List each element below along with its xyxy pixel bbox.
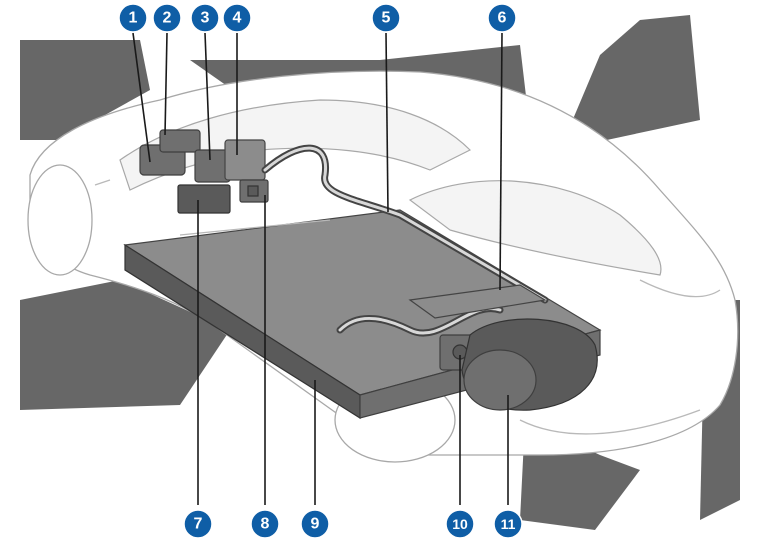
callout-5-label: 5 [382,10,391,27]
callout-7: 7 [183,509,213,539]
callout-6-label: 6 [498,10,507,27]
leader-lines [132,32,509,505]
callout-2: 2 [152,3,182,33]
callout-4: 4 [222,3,252,33]
callout-4-label: 4 [233,10,242,27]
callout-8-label: 8 [261,516,270,533]
callout-3: 3 [190,3,220,33]
callout-1-label: 1 [129,10,138,27]
front-components [139,129,269,214]
callout-3-label: 3 [201,10,210,27]
callout-5: 5 [371,3,401,33]
callout-7-label: 7 [194,516,203,533]
callout-10: 10 [445,509,475,539]
callout-11: 11 [493,509,523,539]
callout-8: 8 [250,509,280,539]
callout-6: 6 [487,3,517,33]
callout-2-label: 2 [163,10,172,27]
callout-9-label: 9 [311,516,320,533]
coolant-hoses [261,144,549,337]
callout-1: 1 [118,3,148,33]
callout-9: 9 [300,509,330,539]
callout-11-label: 11 [501,516,516,532]
callout-10-label: 10 [452,516,468,532]
